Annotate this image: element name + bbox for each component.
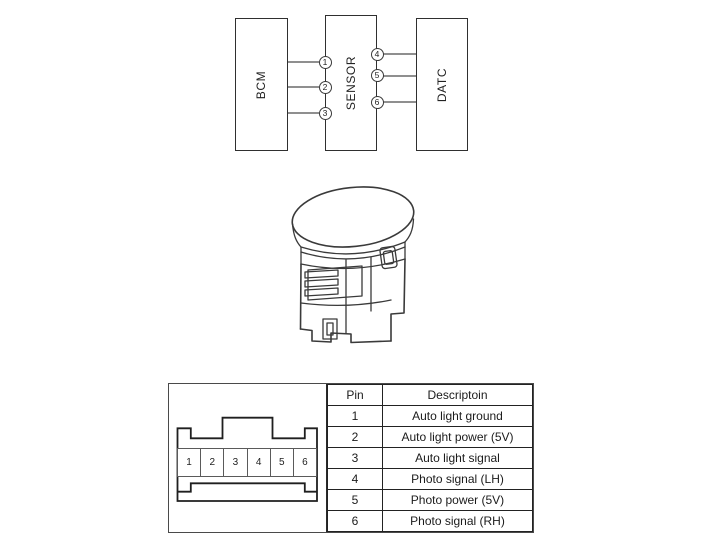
connector-pin-5: 5 <box>271 449 294 476</box>
pin-circle-6-number: 6 <box>374 96 380 107</box>
table-row: 2 Auto light power (5V) <box>327 426 533 448</box>
connector-pinout-panel: 1 2 3 4 5 6 Pin Descriptoin 1 Auto light… <box>168 383 534 533</box>
pin-circle-4-number: 4 <box>374 48 380 59</box>
connector-pin-2: 2 <box>201 449 225 476</box>
pin-circle-2: 2 <box>318 80 332 94</box>
table-row: 4 Photo signal (LH) <box>327 468 533 490</box>
wire-datc-pin4 <box>383 53 416 55</box>
connector-pin-1-number: 1 <box>186 457 192 468</box>
pin-description-table: Pin Descriptoin 1 Auto light ground 2 Au… <box>327 384 533 532</box>
pin-circle-1: 1 <box>318 55 332 69</box>
connector-pin-3-number: 3 <box>232 457 239 468</box>
connector-pin-3: 3 <box>224 449 248 476</box>
datc-block: DATC <box>416 18 468 151</box>
table-cell-description: Photo signal (RH) <box>382 510 533 532</box>
connector-pin-2-number: 2 <box>209 457 216 468</box>
wire-bcm-pin3 <box>288 112 319 114</box>
connector-pin-6-number: 6 <box>302 457 308 468</box>
wire-bcm-pin2 <box>288 86 319 88</box>
wire-datc-pin5 <box>383 75 416 77</box>
table-cell-pin: 2 <box>327 426 383 448</box>
sensor-label: SENSOR <box>344 55 358 111</box>
datc-label: DATC <box>435 67 449 102</box>
table-cell-pin: 5 <box>327 489 383 511</box>
table-cell-description: Auto light signal <box>382 447 533 469</box>
sensor-block: SENSOR <box>325 15 377 151</box>
wire-datc-pin6 <box>383 101 416 103</box>
pin-circle-2-number: 2 <box>322 81 328 92</box>
connector-drawing-cell: 1 2 3 4 5 6 <box>169 384 327 532</box>
pin-circle-3: 3 <box>318 106 332 120</box>
table-cell-pin: 6 <box>327 510 383 532</box>
connector-pin-5-number: 5 <box>278 457 285 468</box>
pin-circle-6: 6 <box>370 95 384 109</box>
table-header-row: Pin Descriptoin <box>327 384 533 406</box>
connector-pin-1: 1 <box>178 449 202 476</box>
pin-circle-5-number: 5 <box>374 70 380 81</box>
wire-bcm-pin1 <box>288 61 319 63</box>
pin-circle-1-number: 1 <box>322 56 328 67</box>
auto-light-sensor-illustration <box>291 186 415 344</box>
pin-circle-4: 4 <box>370 47 384 61</box>
table-cell-description: Photo power (5V) <box>382 489 533 511</box>
table-row: 6 Photo signal (RH) <box>327 510 533 532</box>
table-cell-pin: 1 <box>327 405 383 427</box>
table-cell-description: Auto light power (5V) <box>382 426 533 448</box>
bcm-block: BCM <box>235 18 288 151</box>
table-row: 3 Auto light signal <box>327 447 533 469</box>
table-header-description: Descriptoin <box>382 384 533 406</box>
pin-circle-5: 5 <box>370 69 384 82</box>
table-cell-description: Photo signal (LH) <box>382 468 533 490</box>
table-cell-description: Auto light ground <box>382 405 533 427</box>
table-cell-pin: 3 <box>327 447 383 469</box>
connector-pin-4: 4 <box>248 449 271 476</box>
table-cell-pin: 4 <box>327 468 383 490</box>
table-row: 5 Photo power (5V) <box>327 489 533 511</box>
table-row: 1 Auto light ground <box>327 405 533 427</box>
connector-pin-row: 1 2 3 4 5 6 <box>177 448 317 477</box>
pin-circle-3-number: 3 <box>322 107 328 118</box>
connector-pin-4-number: 4 <box>255 457 262 468</box>
connector-pin-6: 6 <box>294 449 316 476</box>
bcm-label: BCM <box>254 70 269 99</box>
table-header-pin: Pin <box>327 384 383 406</box>
